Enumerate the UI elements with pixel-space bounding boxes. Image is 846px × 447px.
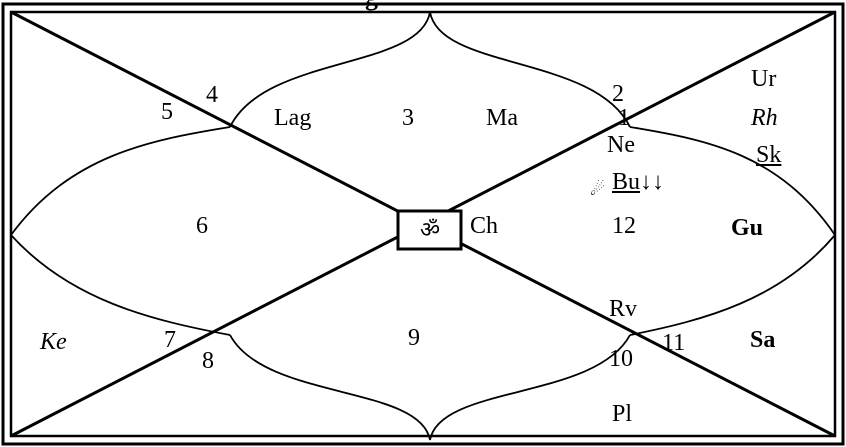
planet-sani: Sa [750,327,776,353]
left-curve [9,126,231,336]
top-curve [229,11,631,128]
planet-lagna: Lag [274,105,312,131]
planet-neptune: Ne [607,132,635,158]
house-number-9: 9 [408,325,420,351]
bottom-curve [229,334,631,441]
house-number-1: 1 [618,105,630,131]
right-curve [629,126,837,336]
chart-title-fragment: g [365,0,378,10]
planet-mars: Ma [486,105,518,131]
planet-guru: Gu [731,215,764,241]
planet-budha-group: Bu↓↓ [612,170,664,194]
planet-ravi: Rv [609,296,638,322]
house-number-7: 7 [164,327,176,353]
house-number-10: 10 [609,346,633,372]
comet-icon: ☄ [590,180,606,199]
planet-chandra: Ch [470,213,499,239]
planet-ketu: Ke [40,329,67,355]
house-number-8: 8 [202,348,214,374]
house-number-11: 11 [662,330,686,356]
house-number-3: 3 [402,105,414,131]
planet-uranus: Ur [751,66,777,92]
om-symbol: ॐ [419,217,441,242]
house-number-5: 5 [161,99,173,125]
inner-border [9,10,837,438]
house-number-12: 12 [612,213,636,239]
planet-budha: Bu [612,169,641,195]
planet-sukra: Sk [756,142,782,168]
planet-pluto: Pl [612,401,633,427]
house-number-4: 4 [206,82,218,108]
budha-marker: ↓↓ [640,169,665,195]
center-box [396,209,463,251]
house-number-2: 2 [612,81,624,107]
planet-rahu: Rh [751,105,778,131]
house-number-6: 6 [196,213,208,239]
